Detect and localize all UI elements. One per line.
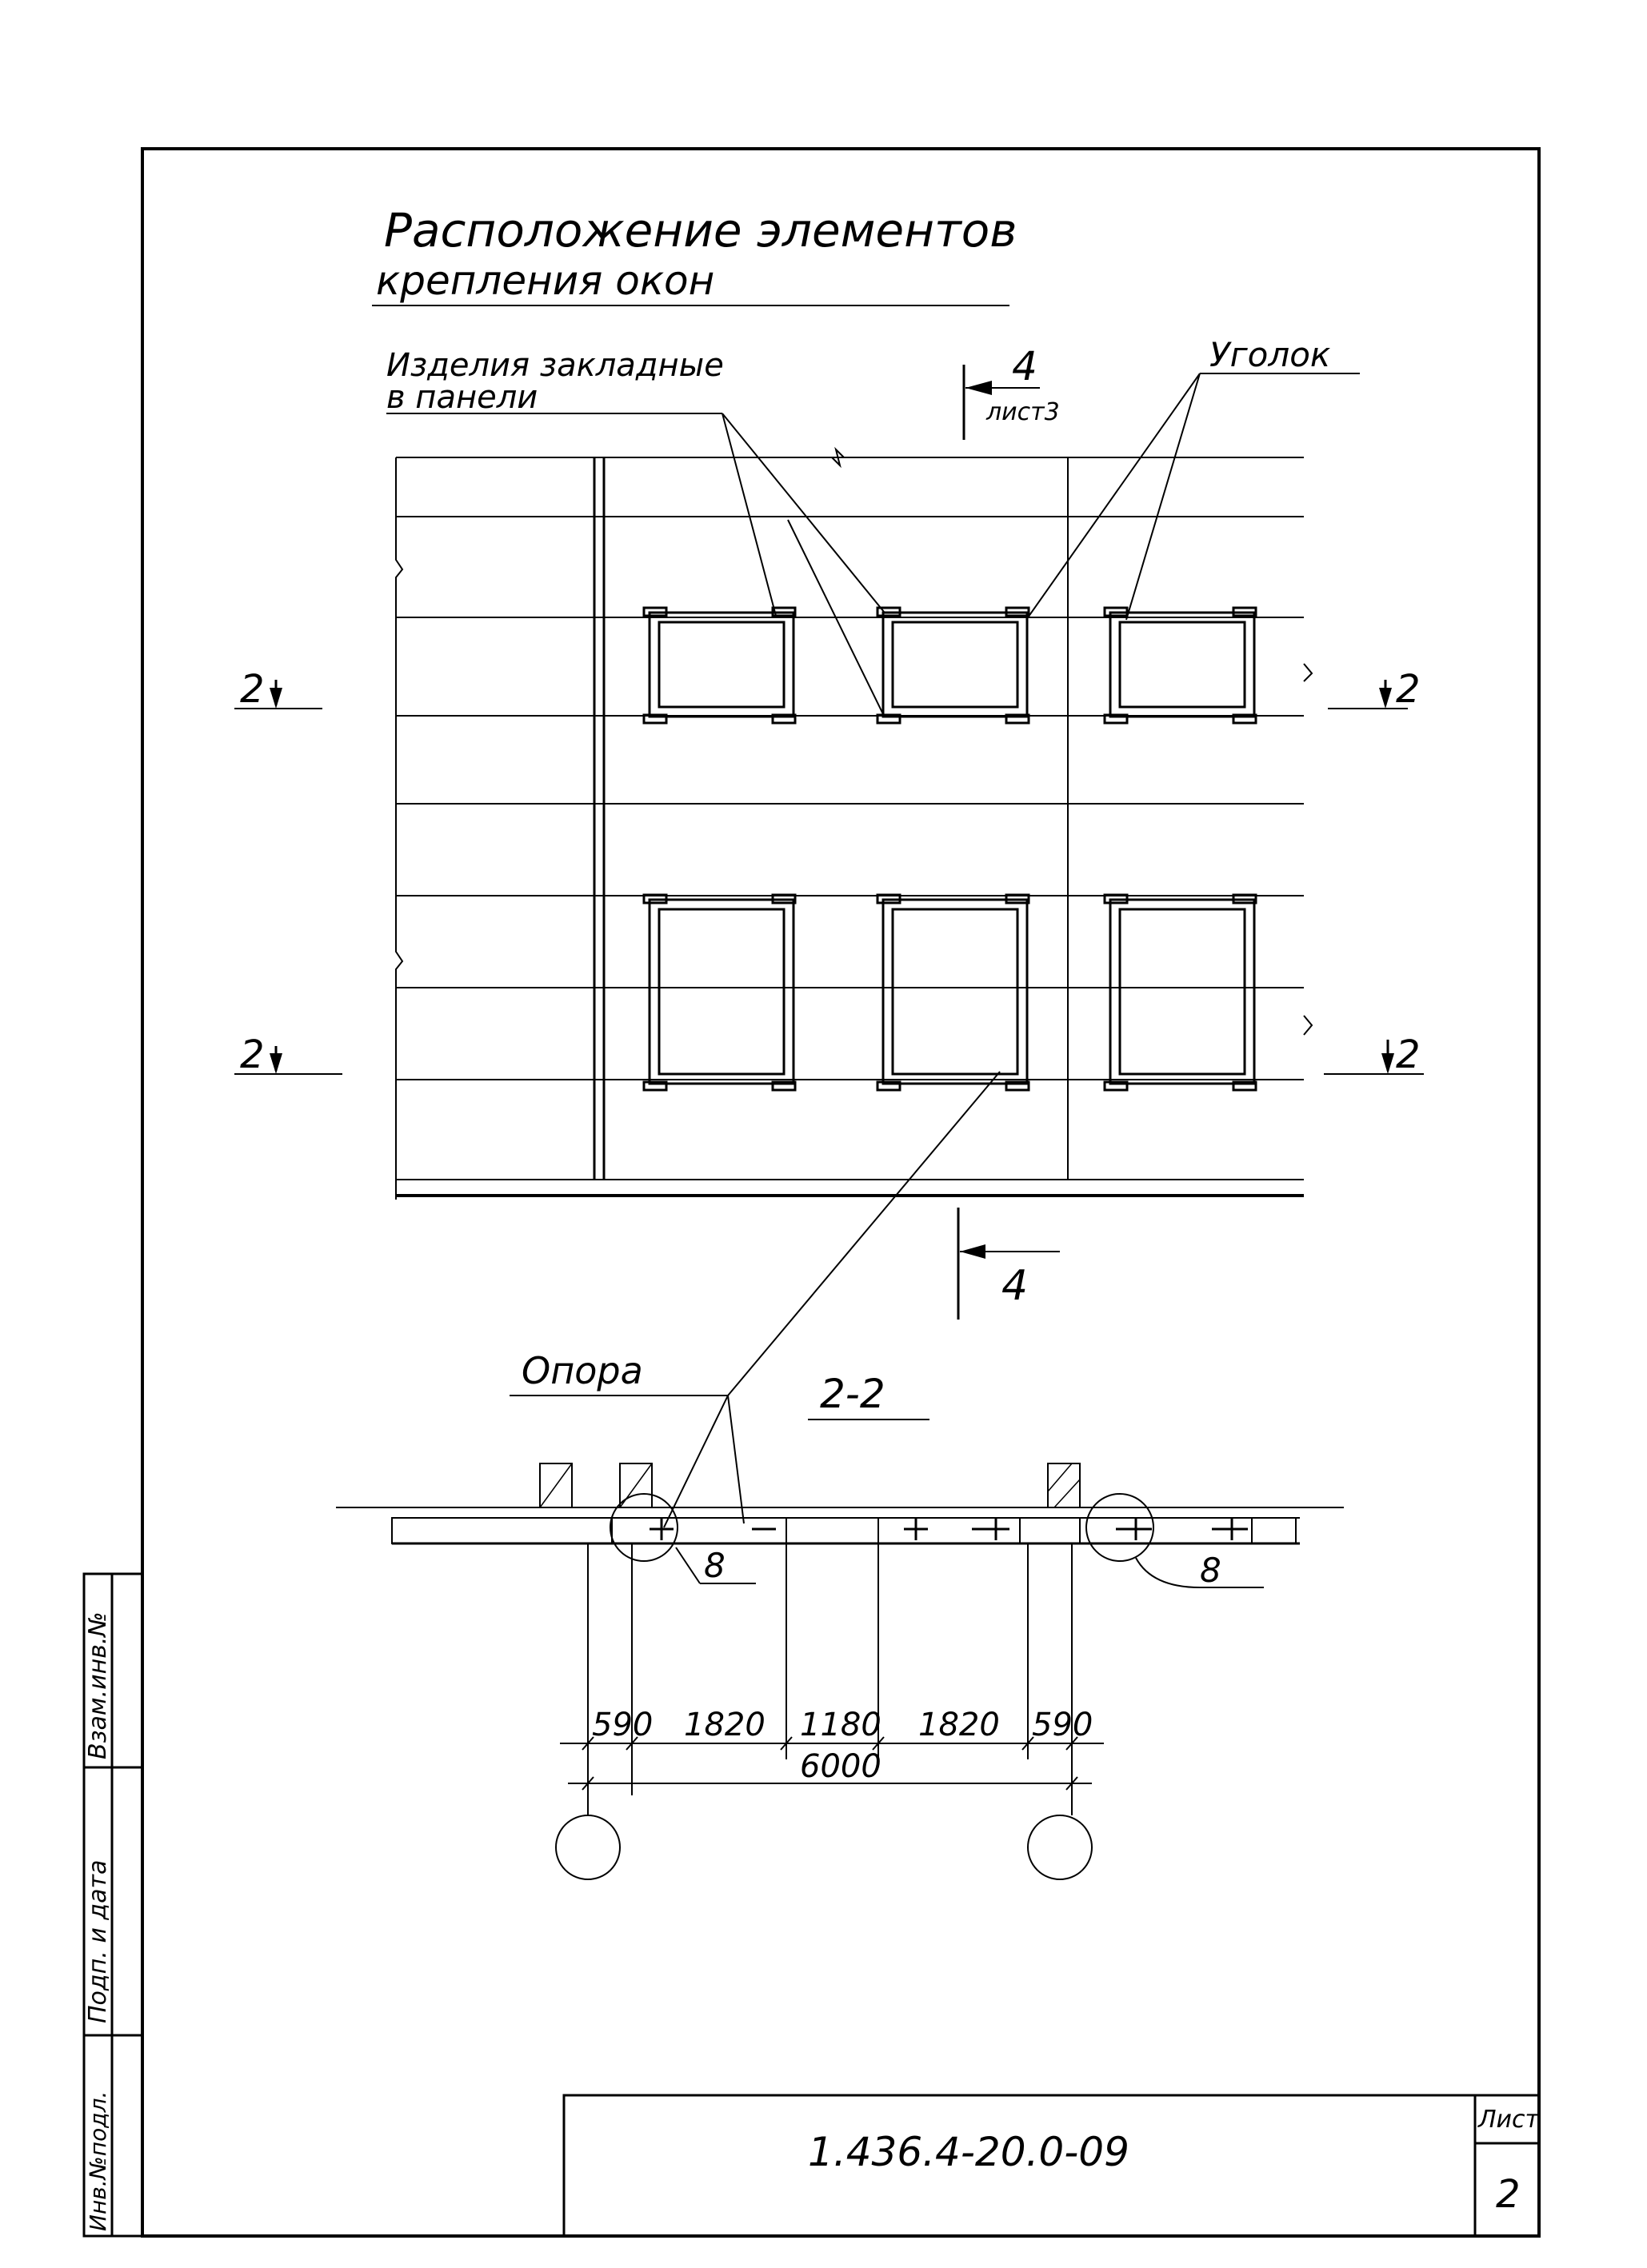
sheet-frame — [141, 147, 1541, 2238]
side-stamp-inventory: Инв.№подл. — [85, 2091, 111, 2231]
window-frame — [1103, 893, 1257, 1092]
embedded-parts-label: Изделия закладные — [386, 347, 724, 384]
section-4-bottom-arrowhead — [960, 1244, 985, 1259]
document-code: 1.436.4-20.0-09 — [808, 2129, 1129, 2175]
window-frame — [642, 893, 797, 1092]
section-4-bottom-number: 4 — [1001, 1262, 1028, 1310]
dimension-590-right: 590 — [1032, 1707, 1093, 1743]
window-frame — [876, 893, 1030, 1092]
side-stamp — [82, 1572, 144, 2238]
section-2-right-top: 2 — [1396, 667, 1421, 712]
title-line2: крепления окон — [376, 258, 714, 304]
section-2-2-title: 2-2 — [820, 1371, 885, 1417]
detail-8-left: 8 — [704, 1546, 726, 1585]
window-frame — [1103, 606, 1257, 725]
sheet-number: 2 — [1496, 2172, 1521, 2217]
detail-8-right: 8 — [1200, 1551, 1221, 1590]
title-line1: Расположение элементов — [384, 203, 1017, 258]
section-4-top-number: 4 — [1012, 343, 1037, 389]
elevation-horizontal-lines — [396, 457, 1304, 1197]
section-2-marks — [234, 680, 1424, 1075]
section-4-top-sheet: лист3 — [985, 398, 1060, 426]
section-2-left-bottom: 2 — [240, 1032, 265, 1077]
dimension-1820-left: 1820 — [684, 1707, 766, 1743]
window-frame — [642, 606, 797, 725]
elevation-vertical-lines — [593, 457, 1069, 1180]
sheet-label: Лист — [1477, 2106, 1541, 2134]
break-mark-right-1 — [1303, 663, 1313, 682]
embedded-parts-label-2: в панели — [386, 379, 538, 416]
support-label: Опора — [522, 1349, 643, 1392]
leader-lines — [510, 373, 1201, 1528]
side-stamp-replacement: Взам.инв.№ — [84, 1611, 112, 1759]
break-mark-top — [831, 446, 845, 469]
title-block — [562, 2094, 1541, 2238]
section-2-2-drawing — [336, 1463, 1344, 1588]
dimension-590-left: 590 — [592, 1707, 653, 1743]
break-mark-left — [395, 457, 404, 1200]
section-2-left-top: 2 — [240, 667, 265, 712]
window-frame — [876, 606, 1030, 725]
dimension-1820-right: 1820 — [918, 1707, 1000, 1743]
section-2-right-bottom: 2 — [1396, 1032, 1421, 1077]
angle-label: Уголок — [1209, 335, 1331, 374]
dimension-1180: 1180 — [800, 1707, 881, 1743]
side-stamp-signature: Подп. и дата — [84, 1860, 112, 2023]
section-4-top-arrowhead — [965, 381, 992, 395]
break-mark-right-2 — [1303, 1015, 1313, 1036]
dimension-6000: 6000 — [800, 1748, 881, 1785]
dimension-lines — [555, 1543, 1104, 1880]
